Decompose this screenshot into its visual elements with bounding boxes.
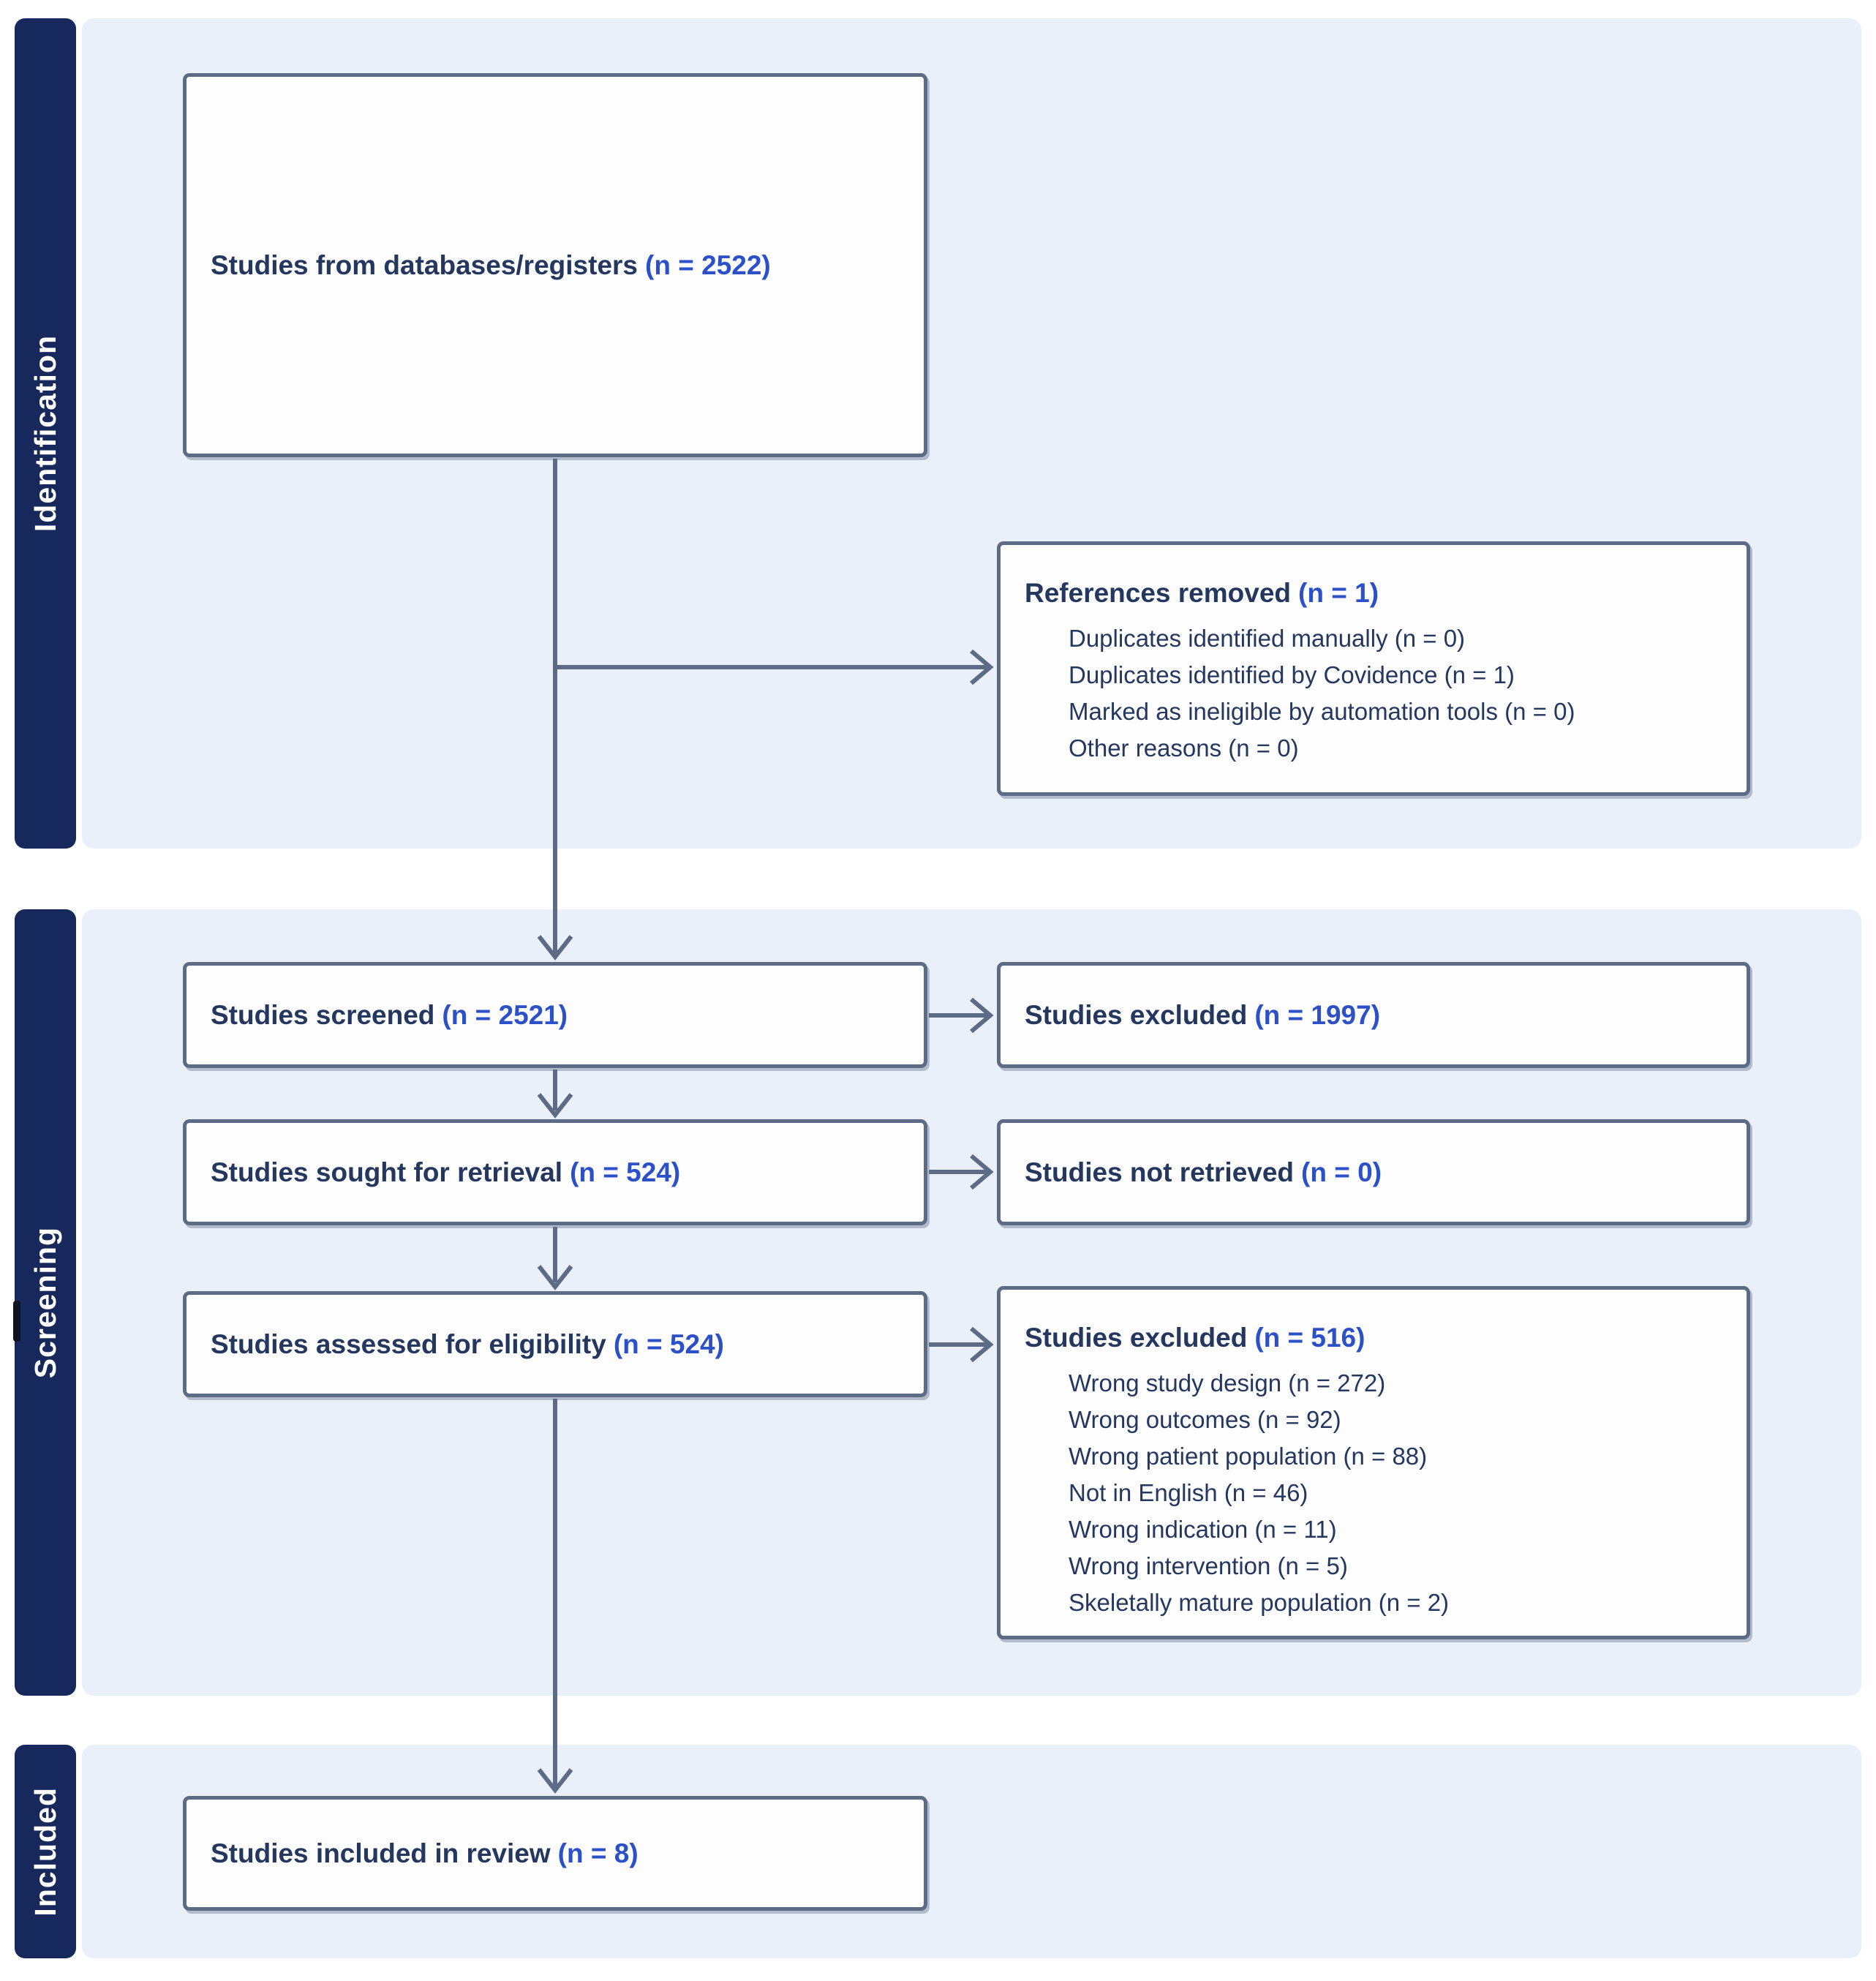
studies-screened-label: Studies screened(n = 2521) <box>211 999 568 1030</box>
studies-sought-label: Studies sought for retrieval(n = 524) <box>211 1157 681 1187</box>
eligibility-exclusion-reason-list: Wrong study design (n = 272) Wrong outco… <box>1069 1365 1728 1621</box>
studies-included-box: Studies included in review(n = 8) <box>183 1796 927 1911</box>
reason-item: Wrong indication (n = 11) <box>1069 1516 1337 1543</box>
excluded-eligibility-count: (n = 516) <box>1254 1323 1365 1353</box>
assessed-count: (n = 524) <box>613 1328 724 1359</box>
not-retrieved-count: (n = 0) <box>1301 1157 1382 1187</box>
reason-item: Marked as ineligible by automation tools… <box>1069 698 1575 725</box>
studies-screened-box: Studies screened(n = 2521) <box>183 962 927 1068</box>
reason-item: Wrong patient population (n = 88) <box>1069 1443 1428 1470</box>
sought-count: (n = 524) <box>570 1157 681 1187</box>
stray-tick-mark <box>13 1301 20 1342</box>
studies-from-databases-label: Studies from databases/registers(n = 252… <box>211 249 771 280</box>
reason-item: Not in English (n = 46) <box>1069 1479 1308 1506</box>
side-tab-included: Included <box>15 1745 76 1958</box>
studies-excluded-eligibility-label: Studies excluded(n = 516) <box>1025 1323 1365 1353</box>
reason-item: Duplicates identified manually (n = 0) <box>1069 625 1466 652</box>
studies-assessed-label: Studies assessed for eligibility(n = 524… <box>211 1328 724 1359</box>
studies-excluded-screening-label: Studies excluded(n = 1997) <box>1025 999 1381 1030</box>
references-removed-label: References removed(n = 1) <box>1025 578 1379 608</box>
studies-from-databases-box: Studies from databases/registers(n = 252… <box>183 73 927 457</box>
included-count: (n = 8) <box>557 1838 638 1868</box>
studies-sought-box: Studies sought for retrieval(n = 524) <box>183 1119 927 1225</box>
reason-item: Wrong outcomes (n = 92) <box>1069 1406 1341 1433</box>
references-removed-reason-list: Duplicates identified manually (n = 0) D… <box>1069 620 1728 767</box>
reason-item: Skeletally mature population (n = 2) <box>1069 1589 1450 1616</box>
reason-item: Other reasons (n = 0) <box>1069 734 1299 762</box>
side-tab-screening: Screening <box>15 909 76 1696</box>
studies-assessed-box: Studies assessed for eligibility(n = 524… <box>183 1291 927 1397</box>
reason-item: Wrong study design (n = 272) <box>1069 1369 1386 1397</box>
studies-not-retrieved-box: Studies not retrieved(n = 0) <box>997 1119 1750 1225</box>
side-tab-label-screening: Screening <box>28 1226 62 1379</box>
references-removed-box: References removed(n = 1) Duplicates ide… <box>997 541 1750 796</box>
screened-count: (n = 2521) <box>442 999 568 1030</box>
excluded-screening-count: (n = 1997) <box>1254 999 1381 1030</box>
databases-count: (n = 2522) <box>645 249 771 280</box>
reason-item: Wrong intervention (n = 5) <box>1069 1552 1348 1579</box>
studies-not-retrieved-label: Studies not retrieved(n = 0) <box>1025 1157 1382 1187</box>
side-tab-label-identification: Identification <box>28 334 62 533</box>
studies-included-label: Studies included in review(n = 8) <box>211 1838 638 1868</box>
studies-excluded-screening-box: Studies excluded(n = 1997) <box>997 962 1750 1068</box>
reason-item: Duplicates identified by Covidence (n = … <box>1069 661 1515 688</box>
side-tab-identification: Identification <box>15 18 76 849</box>
references-removed-count: (n = 1) <box>1298 578 1379 608</box>
side-tab-label-included: Included <box>28 1786 62 1917</box>
studies-excluded-eligibility-box: Studies excluded(n = 516) Wrong study de… <box>997 1286 1750 1639</box>
